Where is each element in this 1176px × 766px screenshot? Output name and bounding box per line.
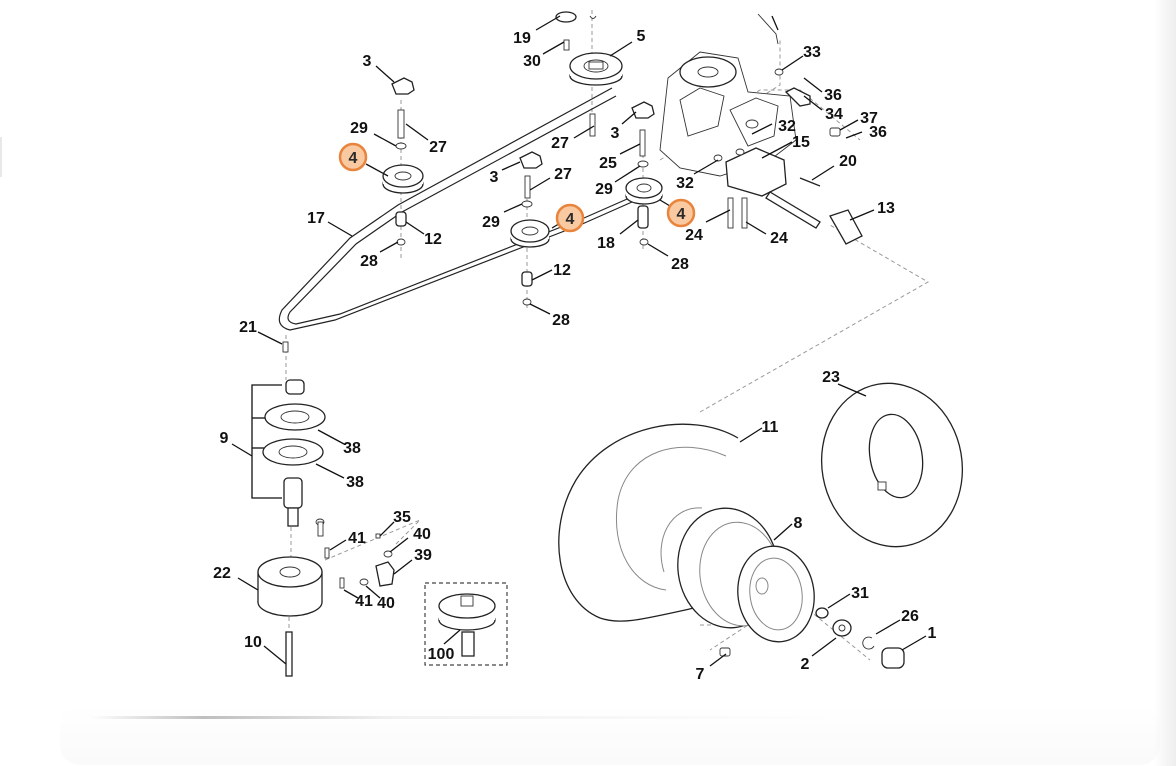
callout-9[interactable]: 9 xyxy=(220,430,229,447)
hub-hardware xyxy=(719,607,905,669)
callout-29[interactable]: 29 xyxy=(350,120,368,137)
callout-21[interactable]: 21 xyxy=(239,319,257,336)
highlight-circle xyxy=(338,142,368,172)
idler-assembly-left xyxy=(382,77,424,246)
callout-39[interactable]: 39 xyxy=(414,547,432,564)
callout-5[interactable]: 5 xyxy=(637,28,646,45)
callout-25[interactable]: 25 xyxy=(599,155,617,172)
leader-lines xyxy=(231,15,927,667)
callout-15[interactable]: 15 xyxy=(792,134,810,151)
part-100-box xyxy=(424,582,508,666)
callout-18[interactable]: 18 xyxy=(597,235,615,252)
callout-10[interactable]: 10 xyxy=(244,634,262,651)
transmission xyxy=(659,13,863,245)
callout-29[interactable]: 29 xyxy=(595,181,613,198)
callout-36[interactable]: 36 xyxy=(824,87,842,104)
callout-100[interactable]: 100 xyxy=(428,646,455,663)
callout-36[interactable]: 36 xyxy=(869,124,887,141)
callout-3[interactable]: 3 xyxy=(611,125,620,142)
callout-7[interactable]: 7 xyxy=(696,666,705,683)
callout-41[interactable]: 41 xyxy=(348,530,366,547)
callout-8[interactable]: 8 xyxy=(794,515,803,532)
idler-assembly-middle xyxy=(510,151,550,306)
inner-tube-23 xyxy=(820,382,964,548)
callout-35[interactable]: 35 xyxy=(393,509,411,526)
idler-assembly-right xyxy=(589,101,663,246)
callout-3[interactable]: 3 xyxy=(363,53,372,70)
callout-13[interactable]: 13 xyxy=(877,200,895,217)
callout-38[interactable]: 38 xyxy=(343,440,361,457)
callout-37[interactable]: 37 xyxy=(860,110,878,127)
highlight-part-4-a[interactable]: 4 xyxy=(338,142,368,172)
callout-32[interactable]: 32 xyxy=(778,118,796,135)
callout-23[interactable]: 23 xyxy=(822,369,840,386)
highlight-circle xyxy=(555,203,585,233)
callout-label: 4 xyxy=(349,150,358,167)
callout-24[interactable]: 24 xyxy=(770,230,788,247)
callout-11[interactable]: 11 xyxy=(762,419,779,436)
callout-22[interactable]: 22 xyxy=(213,565,231,582)
callout-label: 4 xyxy=(677,206,686,223)
callout-41[interactable]: 41 xyxy=(355,593,373,610)
callout-12[interactable]: 12 xyxy=(553,262,571,279)
scroll-edge xyxy=(1154,0,1176,766)
callout-27[interactable]: 27 xyxy=(554,166,572,183)
callout-labels: 19 30 5 33 36 34 37 36 3 29 27 27 3 32 1… xyxy=(213,28,936,683)
callout-20[interactable]: 20 xyxy=(839,153,857,170)
callout-33[interactable]: 33 xyxy=(803,44,821,61)
highlight-part-4-c[interactable]: 4 xyxy=(666,198,696,228)
left-edge-marker xyxy=(0,137,2,177)
page-bottom-shadow xyxy=(60,705,1160,765)
highlight-circle xyxy=(666,198,696,228)
callout-label: 4 xyxy=(566,211,575,228)
page-shadow-line xyxy=(90,716,850,719)
callout-27[interactable]: 27 xyxy=(551,135,569,152)
callout-28[interactable]: 28 xyxy=(360,253,378,270)
callout-30[interactable]: 30 xyxy=(523,53,541,70)
callout-31[interactable]: 31 xyxy=(851,585,869,602)
callout-27[interactable]: 27 xyxy=(429,139,447,156)
callout-28[interactable]: 28 xyxy=(552,312,570,329)
callout-40[interactable]: 40 xyxy=(377,595,395,612)
callout-38[interactable]: 38 xyxy=(346,474,364,491)
callout-34[interactable]: 34 xyxy=(825,106,843,123)
drive-belt-17 xyxy=(278,87,635,331)
callout-26[interactable]: 26 xyxy=(901,608,919,625)
clutch-stack xyxy=(251,341,326,527)
electric-clutch-22 xyxy=(257,518,395,677)
callout-40[interactable]: 40 xyxy=(413,526,431,543)
callout-24[interactable]: 24 xyxy=(685,227,703,244)
callout-29[interactable]: 29 xyxy=(482,214,500,231)
highlight-part-4-b[interactable]: 4 xyxy=(555,203,585,233)
callout-2[interactable]: 2 xyxy=(801,656,810,673)
callout-3[interactable]: 3 xyxy=(490,169,499,186)
pulley-5 xyxy=(555,11,623,86)
wheel-rim-8 xyxy=(677,507,815,643)
callout-19[interactable]: 19 xyxy=(513,30,531,47)
callout-12[interactable]: 12 xyxy=(424,231,442,248)
callout-17[interactable]: 17 xyxy=(307,210,325,227)
callout-28[interactable]: 28 xyxy=(671,256,689,273)
callout-32[interactable]: 32 xyxy=(676,175,694,192)
callout-1[interactable]: 1 xyxy=(928,625,937,642)
